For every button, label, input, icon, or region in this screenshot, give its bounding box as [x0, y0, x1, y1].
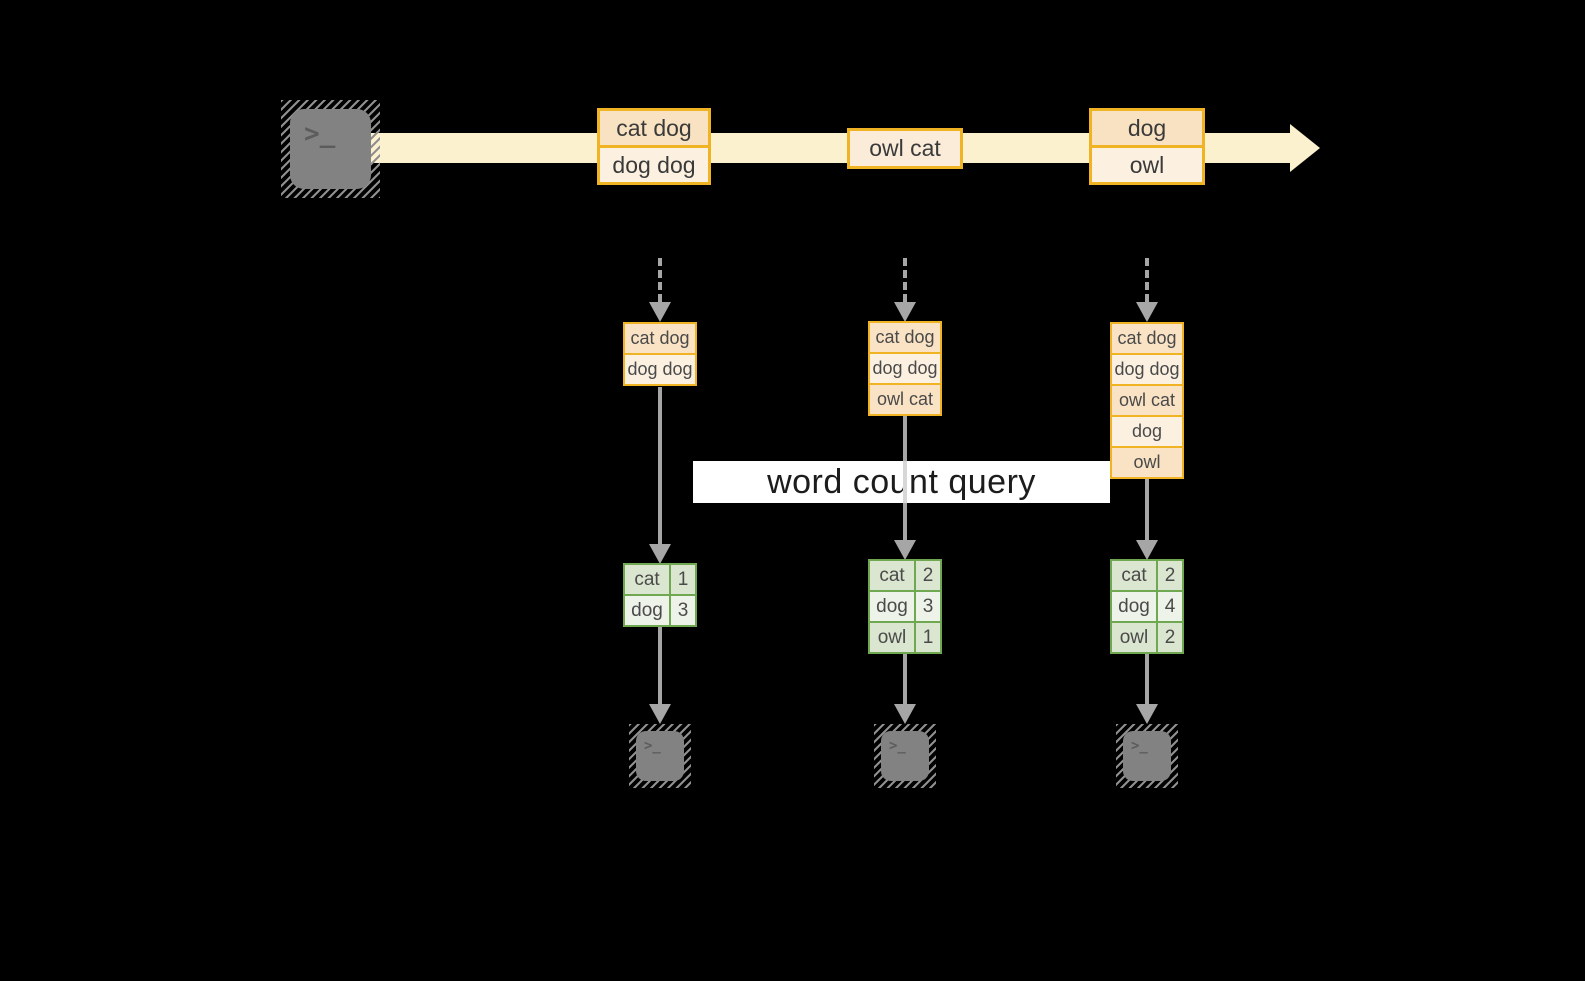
- count-cell: 1: [671, 565, 695, 594]
- terminal-icon: >_: [874, 724, 936, 788]
- count-table-2: cat 2 dog 3 owl 1: [868, 559, 942, 654]
- accumulated-stack-3: cat dog dog dog owl cat dog owl: [1110, 322, 1184, 479]
- accumulated-stack-1: cat dog dog dog: [623, 322, 697, 386]
- stream-message: owl: [1092, 148, 1202, 182]
- word-cell: owl: [1112, 623, 1156, 652]
- stack-row: cat dog: [625, 324, 695, 353]
- query-label: word count query: [693, 461, 1110, 503]
- table-row: owl 2: [1112, 623, 1182, 652]
- terminal-icon: >_: [629, 724, 691, 788]
- stack-row: owl cat: [1112, 386, 1182, 415]
- stack-row: dog: [1112, 417, 1182, 446]
- terminal-screen: >_: [881, 731, 929, 781]
- stack-row: owl: [1112, 448, 1182, 477]
- arrow-head-icon: [649, 544, 671, 564]
- stack-row: dog dog: [870, 354, 940, 383]
- table-row: cat 1: [625, 565, 695, 594]
- table-row: dog 3: [625, 596, 695, 625]
- arrow-line: [903, 654, 907, 704]
- dashed-arrow-line: [658, 258, 662, 302]
- accumulated-stack-2: cat dog dog dog owl cat: [868, 321, 942, 416]
- count-cell: 3: [916, 592, 940, 621]
- word-cell: cat: [870, 561, 914, 590]
- table-row: dog 4: [1112, 592, 1182, 621]
- arrow-line: [1145, 479, 1149, 540]
- terminal-icon: >_: [281, 100, 380, 198]
- table-row: cat 2: [870, 561, 940, 590]
- dashed-arrow-head-icon: [1136, 302, 1158, 322]
- arrow-line: [658, 627, 662, 704]
- stream-message: dog dog: [600, 148, 708, 182]
- stack-row: owl cat: [870, 385, 940, 414]
- stack-row: dog dog: [1112, 355, 1182, 384]
- word-cell: dog: [625, 596, 669, 625]
- stream-batch-2: owl cat: [847, 128, 963, 169]
- terminal-prompt-glyph: >_: [889, 738, 906, 754]
- count-cell: 2: [1158, 623, 1182, 652]
- terminal-icon: >_: [1116, 724, 1178, 788]
- terminal-screen: >_: [290, 109, 371, 189]
- stream-batch-1: cat dog dog dog: [597, 108, 711, 185]
- table-row: dog 3: [870, 592, 940, 621]
- count-cell: 2: [916, 561, 940, 590]
- arrow-head-icon: [894, 704, 916, 724]
- terminal-prompt-glyph: >_: [1131, 738, 1148, 754]
- arrow-through-label: [903, 461, 907, 503]
- dashed-arrow-head-icon: [649, 302, 671, 322]
- word-cell: cat: [625, 565, 669, 594]
- arrow-line: [658, 387, 662, 544]
- count-cell: 2: [1158, 561, 1182, 590]
- word-cell: dog: [1112, 592, 1156, 621]
- stream-batch-3: dog owl: [1089, 108, 1205, 185]
- arrow-head-icon: [894, 540, 916, 560]
- count-cell: 1: [916, 623, 940, 652]
- terminal-screen: >_: [1123, 731, 1171, 781]
- count-table-1: cat 1 dog 3: [623, 563, 697, 627]
- table-row: owl 1: [870, 623, 940, 652]
- arrow-head-icon: [649, 704, 671, 724]
- stream-message: cat dog: [600, 111, 708, 145]
- word-cell: owl: [870, 623, 914, 652]
- dashed-arrow-line: [1145, 258, 1149, 302]
- stream-message: owl cat: [850, 131, 960, 166]
- word-cell: dog: [870, 592, 914, 621]
- dashed-arrow-head-icon: [894, 302, 916, 322]
- arrow-line: [1145, 654, 1149, 704]
- word-cell: cat: [1112, 561, 1156, 590]
- stack-row: cat dog: [870, 323, 940, 352]
- dashed-arrow-line: [903, 258, 907, 302]
- terminal-screen: >_: [636, 731, 684, 781]
- arrow-head-icon: [1136, 704, 1158, 724]
- stream-arrowhead-icon: [1290, 124, 1320, 172]
- stack-row: dog dog: [625, 355, 695, 384]
- table-row: cat 2: [1112, 561, 1182, 590]
- count-cell: 3: [671, 596, 695, 625]
- count-cell: 4: [1158, 592, 1182, 621]
- terminal-prompt-glyph: >_: [304, 119, 336, 149]
- terminal-prompt-glyph: >_: [644, 738, 661, 754]
- arrow-head-icon: [1136, 540, 1158, 560]
- count-table-3: cat 2 dog 4 owl 2: [1110, 559, 1184, 654]
- stack-row: cat dog: [1112, 324, 1182, 353]
- stream-message: dog: [1092, 111, 1202, 145]
